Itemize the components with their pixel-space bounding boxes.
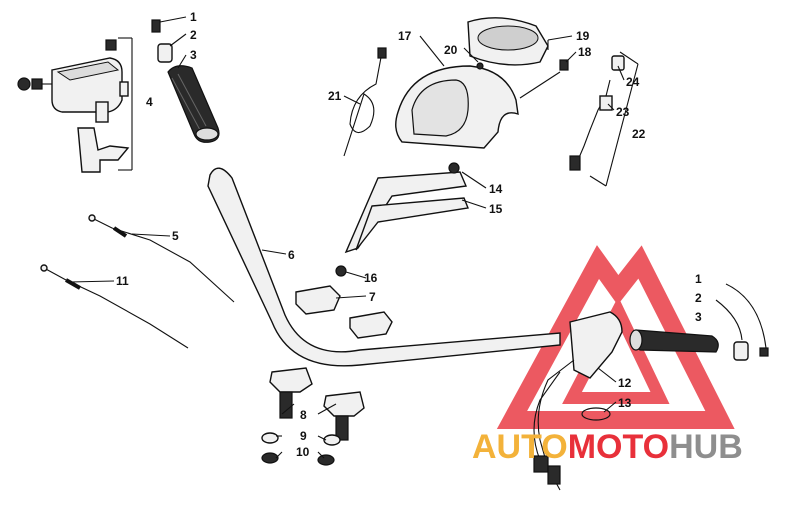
callout-6: 6 <box>288 248 295 262</box>
watermark-text: AUTOMOTOHUB <box>472 428 743 466</box>
callout-15: 15 <box>489 202 503 216</box>
callout-18: 18 <box>578 45 592 59</box>
callout-3-right: 3 <box>695 310 702 324</box>
callout-7: 7 <box>369 290 376 304</box>
watermark-hub: HUB <box>669 428 743 466</box>
callout-20: 20 <box>444 43 458 57</box>
callout-17: 17 <box>398 29 412 43</box>
right-grip-parts <box>629 329 769 361</box>
watermark-moto: MOTO <box>568 428 669 466</box>
callout-5: 5 <box>172 229 179 243</box>
callout-23: 23 <box>616 105 630 119</box>
callout-2-right: 2 <box>695 291 702 305</box>
callout-2: 2 <box>190 28 197 42</box>
instrument-bracket <box>344 162 469 254</box>
instrument-pod <box>395 65 519 149</box>
speedo-cable <box>343 47 387 157</box>
callout-13: 13 <box>618 396 632 410</box>
callout-labels: 1 2 3 4 5 6 7 8 9 10 11 12 13 14 15 16 1… <box>116 10 702 459</box>
clamps-risers <box>261 265 393 466</box>
harness-22 <box>559 55 625 171</box>
callout-9: 9 <box>300 429 307 443</box>
callout-3: 3 <box>190 48 197 62</box>
watermark-auto: AUTO <box>472 428 568 466</box>
cables <box>40 214 235 349</box>
leader-lines <box>69 16 625 459</box>
callout-10: 10 <box>296 445 310 459</box>
speedometer <box>467 17 549 70</box>
callout-19: 19 <box>576 29 590 43</box>
throttle-housing <box>17 39 130 173</box>
callout-11: 11 <box>116 274 129 288</box>
callout-1-right: 1 <box>695 272 702 286</box>
left-grip-parts <box>151 19 220 143</box>
callout-8: 8 <box>300 408 307 422</box>
callout-1: 1 <box>190 10 197 24</box>
callout-24: 24 <box>626 75 640 89</box>
callout-21: 21 <box>328 89 342 103</box>
right-control-housing <box>533 311 623 491</box>
callout-22: 22 <box>632 127 646 141</box>
callout-14: 14 <box>489 182 503 196</box>
callout-4: 4 <box>146 95 153 109</box>
callout-16: 16 <box>364 271 378 285</box>
handlebar <box>207 167 561 367</box>
callout-12: 12 <box>618 376 632 390</box>
